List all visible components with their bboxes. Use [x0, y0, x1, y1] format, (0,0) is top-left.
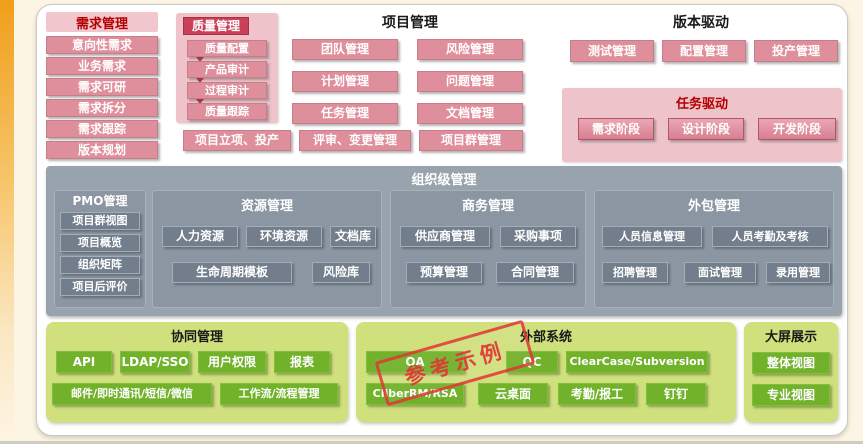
collaboration-node: 工作流/流程管理 — [220, 383, 338, 405]
version-driven-title: 版本驱动 — [673, 15, 729, 31]
bigscreen-title: 大屏展示 — [764, 329, 817, 345]
outsourcing-title: 外包管理 — [687, 198, 740, 214]
requirements-node: 意向性需求 — [46, 36, 158, 54]
resource-node: 风险库 — [312, 262, 370, 283]
requirements-node: 需求可研 — [46, 78, 158, 96]
collaboration-node: 用户权限 — [198, 351, 266, 373]
window-bottom-edge — [0, 441, 863, 444]
collaboration-node: 报表 — [274, 351, 330, 373]
quality-node: 产品审计 — [187, 61, 267, 78]
requirements-node: 业务需求 — [46, 57, 158, 75]
business-node: 供应商管理 — [400, 226, 490, 247]
task-node: 需求阶段 — [578, 118, 654, 140]
external-node: 考勤/报工 — [558, 383, 636, 405]
outsourcing-node: 人员考勤及考核 — [712, 226, 828, 247]
version-node: 投产管理 — [754, 40, 838, 62]
external-node: 云桌面 — [478, 383, 548, 405]
outsourcing-node: 录用管理 — [766, 262, 830, 283]
quality-node: 质量配置 — [187, 40, 267, 57]
resource-node: 人力资源 — [162, 226, 238, 247]
quality-title: 质量管理 — [183, 17, 249, 35]
quality-node: 质量跟踪 — [187, 103, 267, 120]
project-node: 评审、变更管理 — [299, 130, 411, 151]
project-node: 风险管理 — [417, 39, 523, 60]
project-node: 任务管理 — [292, 103, 398, 124]
requirements-node: 版本规划 — [46, 141, 158, 159]
requirements-node: 需求拆分 — [46, 99, 158, 117]
external-node: 钉钉 — [646, 383, 706, 405]
requirements-title: 需求管理 — [46, 12, 158, 32]
collaboration-title: 协同管理 — [170, 329, 223, 345]
business-panel — [390, 190, 586, 308]
collaboration-node: 邮件/即时通讯/短信/微信 — [52, 383, 212, 405]
requirements-node: 需求跟踪 — [46, 120, 158, 138]
pmo-node: 项目概览 — [60, 234, 140, 252]
arrow-down-icon — [196, 78, 204, 83]
external-node: OA — [366, 351, 464, 373]
resource-node: 文档库 — [330, 226, 376, 247]
project-node: 计划管理 — [292, 71, 398, 92]
task-node: 开发阶段 — [758, 118, 836, 140]
outsourcing-panel — [594, 190, 834, 308]
outsourcing-node: 招聘管理 — [602, 262, 668, 283]
task-node: 设计阶段 — [668, 118, 744, 140]
project-node: 项目立项、投产 — [183, 130, 291, 151]
business-node: 预算管理 — [406, 262, 482, 283]
project-node: 问题管理 — [417, 71, 523, 92]
project-node: 文档管理 — [417, 103, 523, 124]
version-node: 测试管理 — [570, 40, 654, 62]
project-node: 团队管理 — [292, 39, 398, 60]
collaboration-node: API — [56, 351, 112, 373]
project-title: 项目管理 — [382, 15, 438, 31]
business-node: 合同管理 — [496, 262, 574, 283]
pmo-title: PMO管理 — [72, 193, 128, 208]
bigscreen-node: 整体视图 — [752, 352, 830, 374]
business-node: 采购事项 — [500, 226, 576, 247]
resource-title: 资源管理 — [240, 198, 293, 214]
version-node: 配置管理 — [662, 40, 746, 62]
business-title: 商务管理 — [461, 198, 514, 214]
org-title: 组织级管理 — [411, 172, 477, 188]
outsourcing-node: 人员信息管理 — [602, 226, 702, 247]
quality-node: 过程审计 — [187, 82, 267, 99]
resource-panel — [152, 190, 382, 308]
pmo-node: 项目群视图 — [60, 212, 140, 230]
arrow-down-icon — [196, 99, 204, 104]
task-driven-title: 任务驱动 — [675, 96, 728, 112]
resource-node: 环境资源 — [246, 226, 322, 247]
arrow-down-icon — [196, 57, 204, 62]
collaboration-node: LDAP/SSO — [120, 351, 190, 373]
external-node: CliberRM/RSA — [366, 383, 464, 405]
pmo-node: 项目后评价 — [60, 278, 140, 296]
pmo-node: 组织矩阵 — [60, 256, 140, 274]
bigscreen-node: 专业视图 — [752, 384, 830, 406]
external-node: QC — [506, 351, 558, 373]
left-gradient-strip — [0, 0, 14, 444]
outsourcing-node: 面试管理 — [684, 262, 756, 283]
resource-node: 生命周期模板 — [172, 262, 292, 283]
external-systems-title: 外部系统 — [519, 329, 572, 345]
external-node: ClearCase/Subversion — [566, 351, 708, 373]
project-node: 项目群管理 — [419, 130, 523, 151]
